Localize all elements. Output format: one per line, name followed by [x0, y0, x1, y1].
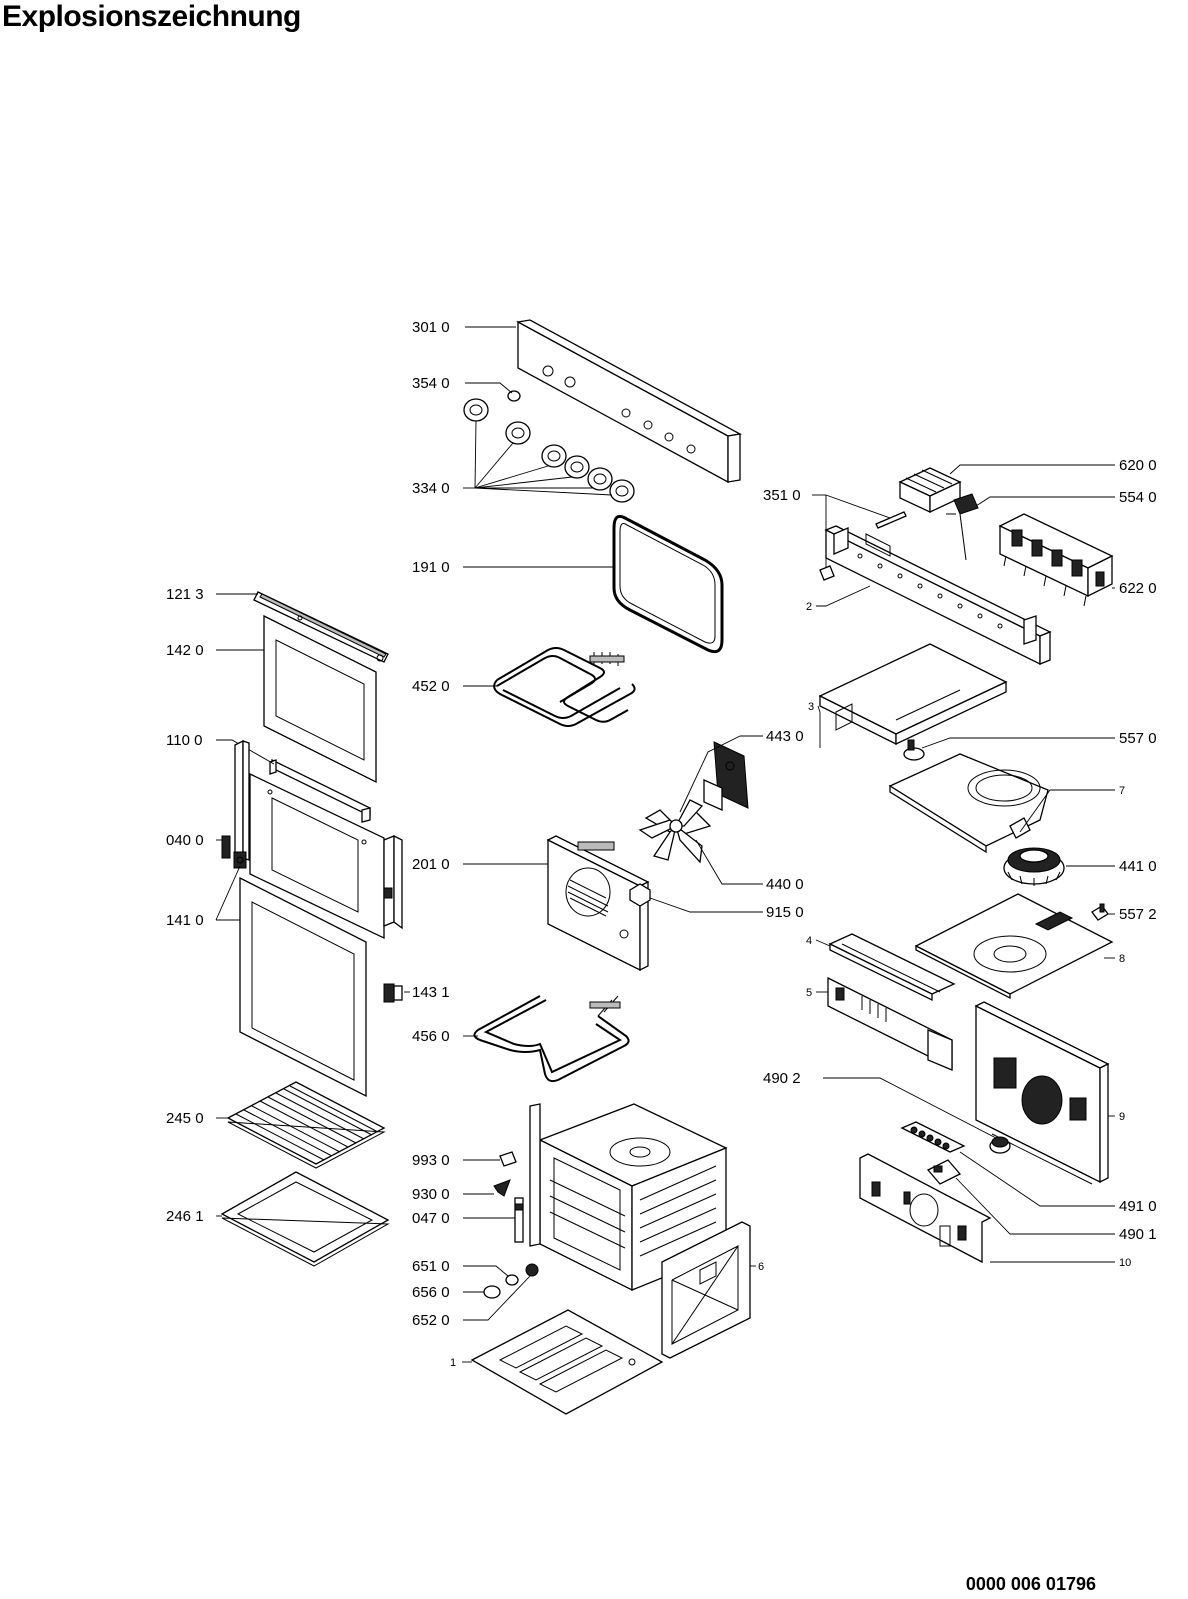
label-651-0: 651 0	[412, 1258, 450, 1275]
relay-switch	[946, 493, 979, 561]
label-490-1: 490 1	[1119, 1226, 1157, 1243]
label-656-0: 656 0	[412, 1284, 450, 1301]
lamp-holder-parts	[483, 1263, 539, 1299]
rear-panel	[974, 1001, 1110, 1185]
label-245-0: 245 0	[166, 1110, 204, 1127]
thermostat-fuse	[1091, 903, 1109, 921]
label-301-0: 301 0	[412, 319, 450, 336]
door-hinge-right	[383, 834, 403, 930]
label-930-0: 930 0	[412, 1186, 450, 1203]
control-knobs	[463, 398, 635, 503]
wire-shelf-rack	[226, 1081, 386, 1169]
label-554-0: 554 0	[1119, 489, 1157, 506]
oven-top-panel	[914, 893, 1114, 1000]
document-number: 0000 006 01796	[965, 1574, 1096, 1594]
diagram-title: Explosionszeichnung	[2, 0, 301, 33]
label-491-0: 491 0	[1119, 1198, 1157, 1215]
label-622-0: 622 0	[1119, 580, 1157, 597]
inner-door-glass	[263, 614, 377, 784]
door-seal-gasket	[612, 514, 724, 654]
label-047-0: 047 0	[412, 1210, 450, 1227]
door-switch	[514, 1197, 524, 1243]
lamp-cover	[499, 1151, 517, 1167]
label-246-1: 246 1	[166, 1208, 204, 1225]
door-catch	[493, 1179, 511, 1197]
label-141-0: 141 0	[166, 912, 204, 929]
label-6: 6	[758, 1261, 764, 1273]
air-duct-channel	[828, 933, 956, 1002]
label-490-2: 490 2	[763, 1070, 801, 1087]
baking-tray	[220, 1171, 390, 1267]
label-456-0: 456 0	[412, 1028, 450, 1045]
label-4: 4	[806, 935, 812, 947]
label-10: 10	[1119, 1257, 1131, 1269]
side-panel	[661, 1221, 751, 1359]
oven-cavity	[529, 1103, 728, 1292]
label-143-1: 143 1	[412, 984, 450, 1001]
top-cover-plate	[818, 643, 1008, 746]
label-334-0: 334 0	[412, 480, 450, 497]
label-7: 7	[1119, 785, 1125, 797]
label-1: 1	[450, 1357, 456, 1369]
label-441-0: 441 0	[1119, 858, 1157, 875]
label-993-0: 993 0	[412, 1152, 450, 1169]
lower-heating-element	[473, 995, 630, 1083]
label-915-0: 915 0	[766, 904, 804, 921]
label-443-0: 443 0	[766, 728, 804, 745]
door-front-panel	[249, 772, 385, 940]
label-5: 5	[806, 987, 812, 999]
terminal-block	[898, 467, 962, 514]
label-110-0: 110 0	[166, 732, 202, 749]
rear-fan-cover	[546, 835, 650, 972]
bottom-panel	[470, 1309, 664, 1415]
hinge-clip	[383, 983, 403, 1003]
label-557-0: 557 0	[1119, 730, 1157, 747]
label-440-0: 440 0	[766, 876, 804, 893]
label-3: 3	[808, 701, 814, 713]
label-620-0: 620 0	[1119, 457, 1157, 474]
door-handle	[269, 758, 371, 823]
cooling-fan-motor	[1003, 847, 1065, 886]
door-inner-glass-frame	[239, 876, 367, 1098]
label-191-0: 191 0	[412, 559, 450, 576]
turnspit-motor	[989, 1136, 1011, 1154]
door-top-trim	[253, 591, 389, 663]
label-201-0: 201 0	[412, 856, 450, 873]
label-452-0: 452 0	[412, 678, 450, 695]
safety-thermostat	[903, 739, 925, 761]
label-2: 2	[806, 601, 812, 613]
fan-blade	[638, 799, 712, 864]
front-frame	[819, 525, 1052, 666]
mounting-bracket	[827, 976, 953, 1071]
fan-nut	[629, 883, 651, 907]
cooling-fan-housing	[888, 753, 1049, 854]
label-8: 8	[1119, 953, 1125, 965]
label-354-0: 354 0	[412, 375, 450, 392]
label-9: 9	[1119, 1111, 1125, 1123]
switch-bank	[998, 513, 1114, 607]
part-labels: 301 0 354 0 334 0 191 0 121 3 142 0 452 …	[166, 319, 1157, 1369]
fan-motor	[703, 741, 749, 812]
label-652-0: 652 0	[412, 1312, 450, 1329]
label-557-2: 557 2	[1119, 906, 1157, 923]
label-351-0: 351 0	[763, 487, 801, 504]
motor-bracket	[926, 1159, 962, 1185]
door-hinge-left	[221, 739, 250, 869]
label-040-0: 040 0	[166, 832, 204, 849]
control-panel-fascia	[516, 319, 742, 484]
indicator-lamp	[507, 390, 521, 402]
locating-pin	[875, 511, 907, 529]
label-121-3: 121 3	[166, 586, 204, 603]
grill-heating-element	[493, 647, 636, 727]
label-142-0: 142 0	[166, 642, 204, 659]
electronics-panel	[859, 1153, 992, 1264]
connector-strip	[900, 1121, 966, 1153]
